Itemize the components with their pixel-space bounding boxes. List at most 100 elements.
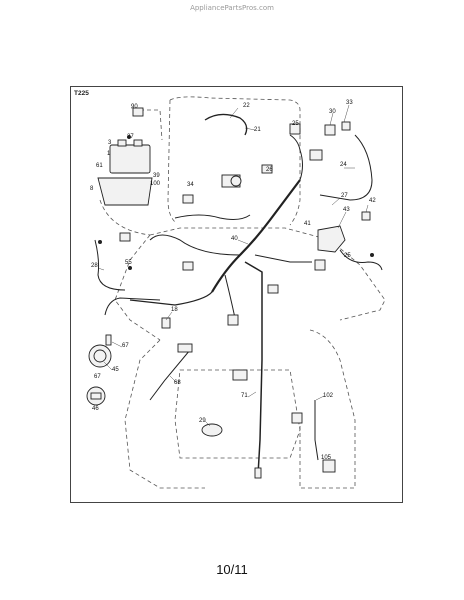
callout-21: 21: [254, 127, 261, 133]
diagram-frame: [70, 86, 403, 503]
callout-61: 61: [96, 163, 103, 169]
cable-102: [314, 400, 319, 461]
connector-102: [291, 412, 303, 424]
callout-100: 100: [150, 181, 161, 187]
callout-22: 22: [243, 103, 250, 109]
cable-24: [319, 134, 373, 201]
frame-left-outline: [114, 234, 161, 341]
battery-terminal-pos: [117, 139, 127, 147]
harness-branch-seat: [224, 274, 236, 319]
callout-46: 46: [92, 406, 99, 412]
cable-28: [94, 239, 126, 291]
callout-90: 90: [131, 104, 138, 110]
connector-40b: [267, 284, 279, 294]
callout-34: 34: [187, 182, 194, 188]
cable-22: [204, 113, 248, 136]
connector-41: [314, 259, 326, 271]
leader-28: [97, 267, 105, 271]
gauge-46-display: [90, 392, 102, 400]
connector-25: [119, 232, 131, 242]
connector-33: [341, 121, 351, 131]
leader-30: [329, 112, 334, 126]
callout-67: 67: [122, 343, 129, 349]
callout-42: 42: [369, 198, 376, 204]
frame-upper-outline: [149, 227, 386, 321]
leader-27b: [331, 197, 341, 206]
harness-rear: [244, 261, 263, 476]
connector-90: [132, 107, 144, 117]
harness-branch-left: [129, 291, 213, 306]
leader-18: [165, 311, 173, 321]
leader-42: [365, 204, 369, 213]
connector-71: [232, 369, 248, 381]
hood-outline: [169, 96, 301, 226]
callout-45: 45: [112, 367, 119, 373]
callout-25b: 25: [344, 253, 351, 259]
diagram-code: T225: [74, 90, 89, 97]
callout-26: 26: [266, 167, 273, 173]
screw-55: [128, 266, 132, 270]
callout-55: 55: [125, 260, 132, 266]
harness-branch-battery: [149, 234, 241, 256]
rear-right-outline: [299, 329, 356, 489]
leader-40: [237, 239, 249, 245]
ignition-key: [230, 175, 242, 187]
callout-43: 43: [343, 207, 350, 213]
leader-22: [229, 107, 239, 119]
starter-solenoid: [317, 225, 346, 253]
screw-3: [127, 135, 131, 139]
cable-25b: [339, 249, 383, 271]
cable-45: [104, 297, 161, 316]
callout-25: 25: [292, 121, 299, 127]
callout-24: 24: [340, 162, 347, 168]
connector-42: [361, 211, 371, 221]
hood-left-outline: [167, 99, 176, 223]
cable-battery: [174, 214, 251, 220]
callout-67b: 67: [94, 374, 101, 380]
callout-33: 33: [346, 100, 353, 106]
callout-40: 40: [231, 236, 238, 242]
callout-102: 102: [323, 393, 334, 399]
gauge-45-face: [93, 349, 107, 363]
deck-outline: [174, 369, 301, 459]
callout-39: 39: [153, 173, 160, 179]
leader-45: [103, 361, 113, 371]
leader-21: [244, 127, 256, 131]
rear-left-outline: [124, 339, 205, 489]
callout-8: 8: [90, 186, 94, 192]
leader-102: [315, 395, 325, 401]
harness-branch-front: [289, 134, 303, 181]
battery-tray: [97, 177, 153, 206]
callout-27b: 27: [341, 193, 348, 199]
connector-26: [289, 123, 301, 135]
cable-68: [149, 349, 191, 401]
leader-43: [337, 211, 347, 229]
callout-28: 28: [91, 263, 98, 269]
battery-terminal-neg: [133, 139, 143, 147]
leader-67a: [111, 341, 123, 348]
leader-29: [204, 420, 211, 427]
main-harness: [211, 179, 301, 293]
connector-34b: [182, 194, 194, 204]
harness-branch-right: [254, 254, 312, 263]
callout-27: 27: [127, 134, 134, 140]
leader-68: [169, 375, 177, 383]
connector-30b: [309, 149, 323, 161]
callout-71: 71: [241, 393, 248, 399]
callout-29: 29: [199, 418, 206, 424]
connector-18: [161, 317, 171, 329]
battery: [109, 144, 151, 174]
connector-seat: [227, 314, 239, 326]
leader-71: [247, 391, 257, 398]
connector-68: [177, 343, 193, 353]
callout-30: 30: [329, 109, 336, 115]
callout-68: 68: [174, 380, 181, 386]
callout-3: 3: [108, 140, 112, 146]
switch-29: [201, 423, 223, 437]
callout-41: 41: [304, 221, 311, 227]
fuse-67: [105, 334, 112, 346]
callout-105: 105: [321, 455, 332, 461]
connector-26b: [261, 164, 273, 174]
site-watermark: AppliancePartsPros.com: [190, 4, 274, 12]
